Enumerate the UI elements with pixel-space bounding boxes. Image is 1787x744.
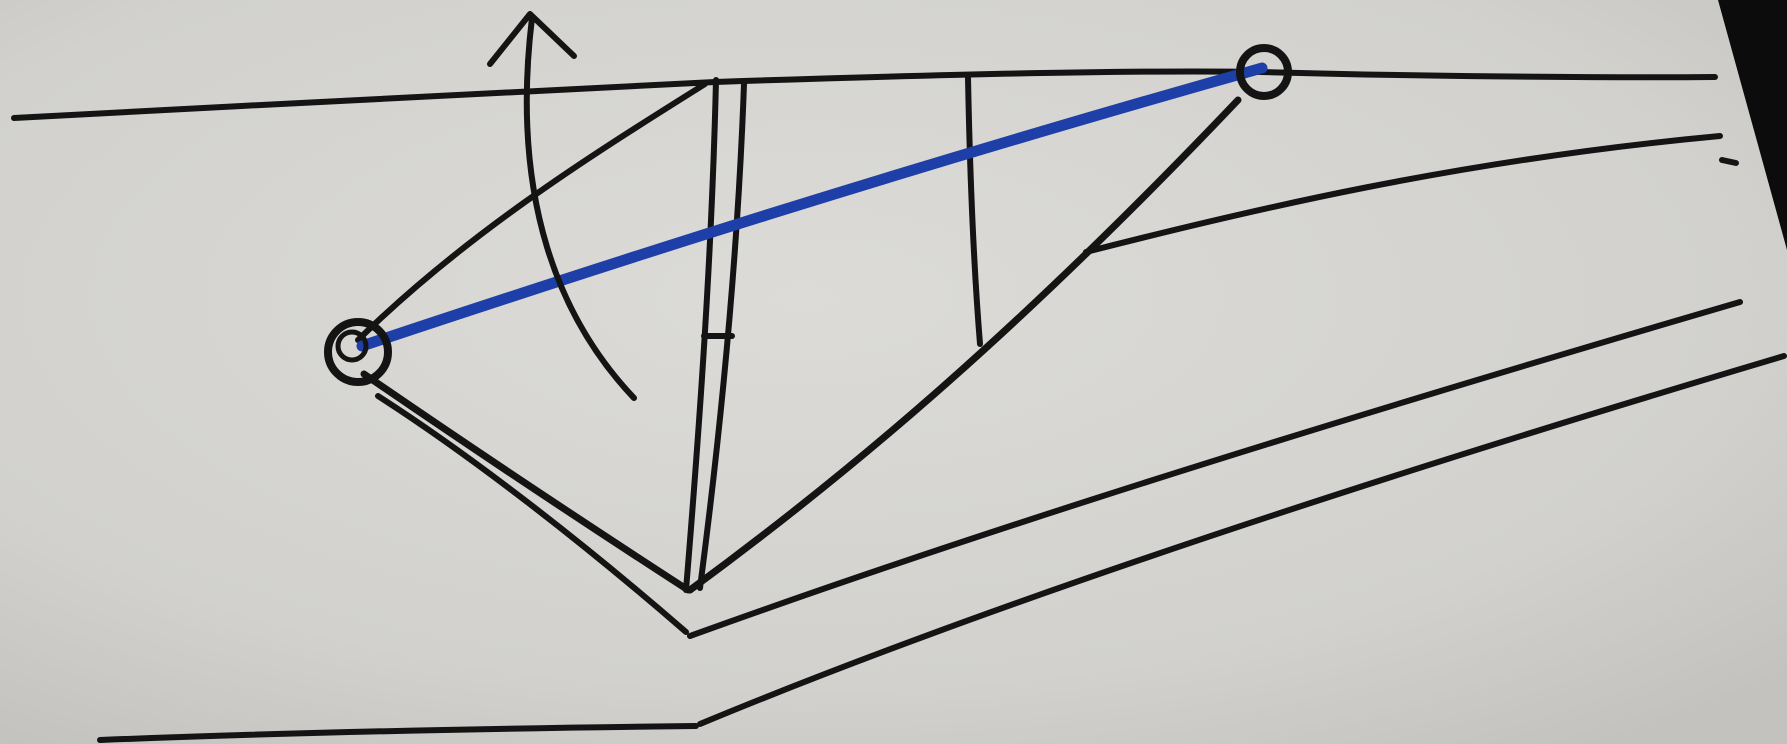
small-tick-mark <box>1722 160 1736 163</box>
